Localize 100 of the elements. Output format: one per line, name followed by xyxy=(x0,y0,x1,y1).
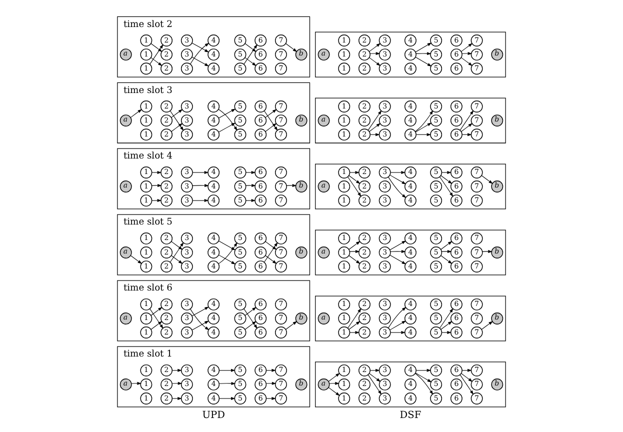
node-circle: 1 xyxy=(140,392,152,404)
node-circle: 7 xyxy=(275,180,287,192)
node-circle: 1 xyxy=(140,34,152,46)
arrow xyxy=(172,368,182,372)
node-circle: 1 xyxy=(338,128,350,141)
arrow xyxy=(416,52,432,56)
node-circle: 1 xyxy=(140,298,152,310)
node-circle: a xyxy=(120,378,132,390)
node-circle: 1 xyxy=(140,114,152,126)
arrow xyxy=(152,199,162,202)
node-circle: 2 xyxy=(358,48,370,61)
node-circle: 6 xyxy=(254,114,267,126)
node-circle: 6 xyxy=(254,298,267,310)
node-circle: b xyxy=(295,312,308,324)
node-circle: 2 xyxy=(358,166,370,178)
node-circle: 3 xyxy=(180,194,193,207)
node-circle: 4 xyxy=(404,34,416,46)
node-circle: 7 xyxy=(275,260,287,272)
arrow xyxy=(150,43,162,52)
node-circle: 5 xyxy=(234,260,246,272)
arrow xyxy=(441,250,452,253)
node-circle: 7 xyxy=(275,100,287,112)
arrow xyxy=(440,255,452,264)
node-circle: 4 xyxy=(404,128,416,141)
arrow xyxy=(244,43,256,52)
node-circle: a xyxy=(120,246,132,258)
node-circle: 2 xyxy=(358,114,370,126)
node-circle: 2 xyxy=(160,194,173,207)
node-circle: 2 xyxy=(160,378,173,390)
node-circle: 1 xyxy=(338,100,350,112)
node-circle: 3 xyxy=(378,378,391,390)
node-circle: 4 xyxy=(208,34,220,46)
node-circle: 3 xyxy=(180,180,193,192)
node-circle: 2 xyxy=(160,34,173,46)
node-circle: 6 xyxy=(254,62,267,75)
node-circle: b xyxy=(295,114,308,126)
node-circle: 2 xyxy=(160,232,173,244)
node-circle: 7 xyxy=(275,166,287,178)
node-circle: 4 xyxy=(208,180,220,192)
node-circle: 2 xyxy=(160,246,173,258)
node-circle: 1 xyxy=(140,166,152,178)
node-circle: 5 xyxy=(234,364,246,376)
arrow xyxy=(348,241,360,250)
arrow xyxy=(264,110,278,131)
node-circle: 4 xyxy=(404,260,416,272)
node-circle: 5 xyxy=(234,62,246,75)
node-circle: 3 xyxy=(378,194,391,207)
arrow xyxy=(172,396,182,400)
node-circle: 6 xyxy=(254,48,267,61)
node-circle: 7 xyxy=(470,378,483,390)
arrow xyxy=(368,374,382,395)
arrow xyxy=(369,43,381,52)
node-circle: 5 xyxy=(430,128,442,141)
node-circle: 4 xyxy=(404,378,416,390)
node-circle: a xyxy=(120,114,132,126)
node-label: time slot 4 xyxy=(123,152,172,162)
node-circle: 6 xyxy=(450,48,462,61)
node-circle: 4 xyxy=(208,378,220,390)
node-circle: 4 xyxy=(208,326,220,338)
arrow xyxy=(286,184,297,187)
arrow xyxy=(462,133,472,136)
node-circle: 2 xyxy=(160,392,173,404)
arrow xyxy=(192,199,209,202)
node-circle: 5 xyxy=(430,312,442,324)
node-circle: 4 xyxy=(404,392,416,404)
arrow xyxy=(218,108,236,118)
arrow xyxy=(219,396,236,400)
node-circle: 6 xyxy=(450,62,462,75)
arrow xyxy=(461,43,473,52)
arrow xyxy=(152,170,162,174)
node-circle: 1 xyxy=(140,48,152,61)
node-circle: 5 xyxy=(430,194,442,207)
node-circle: a xyxy=(318,246,330,258)
arrow xyxy=(388,176,406,198)
arrow xyxy=(192,42,209,52)
arrow xyxy=(264,242,278,262)
arrow xyxy=(244,307,256,316)
node-circle: 1 xyxy=(140,128,152,141)
arrow xyxy=(481,175,493,184)
arrow xyxy=(460,374,474,395)
node-circle: 2 xyxy=(358,364,370,376)
node-circle: b xyxy=(491,114,504,126)
arrow xyxy=(192,170,209,174)
node-circle: 4 xyxy=(404,166,416,178)
arrow xyxy=(286,43,298,52)
arrow xyxy=(461,57,473,66)
arrow xyxy=(415,110,434,132)
node-circle: 7 xyxy=(275,114,287,126)
arrow xyxy=(150,308,164,329)
node-circle: 1 xyxy=(338,378,350,390)
arrow xyxy=(415,373,434,395)
node-circle: 6 xyxy=(450,378,462,390)
node-circle: 7 xyxy=(470,34,483,46)
node-circle: 1 xyxy=(338,312,350,324)
node-circle: 6 xyxy=(450,100,462,112)
arrow xyxy=(218,122,236,132)
node-circle: 4 xyxy=(208,166,220,178)
arrow xyxy=(131,382,142,385)
node-circle: 7 xyxy=(275,34,287,46)
arrow xyxy=(265,255,277,264)
